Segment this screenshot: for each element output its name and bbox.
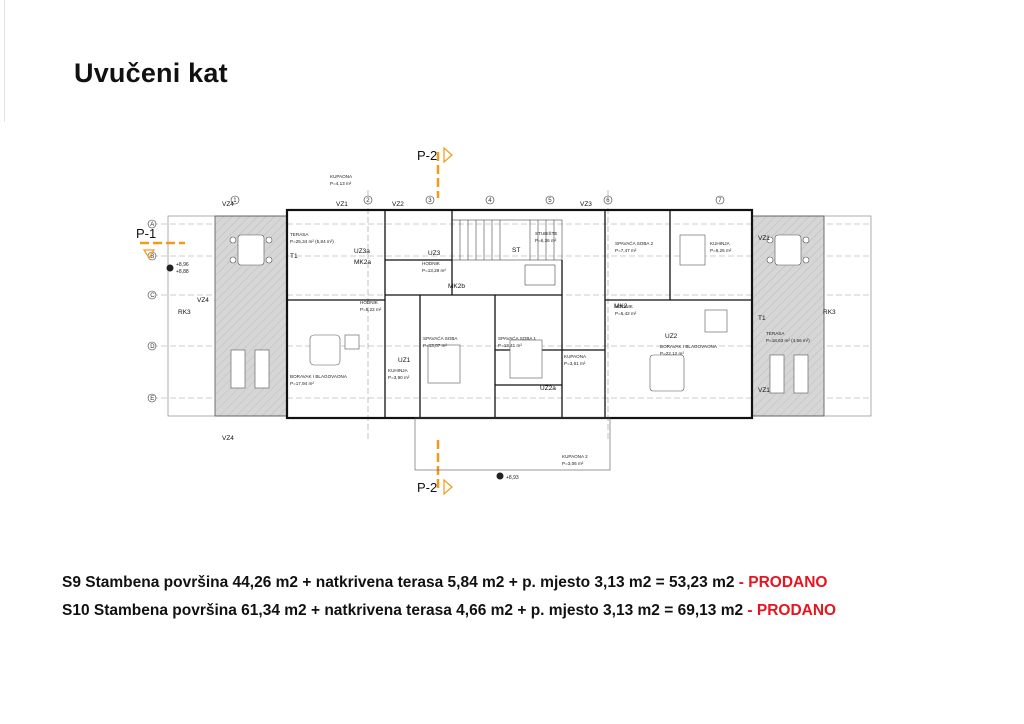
axis-label: A [150, 222, 154, 228]
level-value: +8,88 [176, 269, 189, 275]
s9-sold-status: - PRODANO [734, 574, 828, 591]
room-name: SPAVAĆA SOBA 1 [498, 335, 536, 341]
room-name: HODNIK [615, 304, 634, 309]
room-name: STUBIŠTE [535, 230, 557, 236]
element-tag: T1 [290, 253, 298, 260]
page-edge-line [0, 0, 5, 122]
terrace-edge-right [823, 215, 872, 417]
room-area: P=6,25 m² [710, 248, 732, 253]
level-value: +8,96 [176, 262, 189, 268]
axis-label: 6 [606, 198, 610, 204]
room-name: BORAVAK I BLAGOVAONA [290, 374, 348, 379]
axis-number-labels: 1 2 3 4 5 6 7 [230, 195, 725, 205]
s9-summary: S9 Stambena površina 44,26 m2 + natkrive… [62, 574, 827, 592]
axis-label: 7 [718, 198, 722, 204]
page-title: Uvučeni kat [74, 58, 228, 88]
axis-label: 5 [548, 198, 552, 204]
room-name: HODNIK [422, 261, 441, 266]
element-tag: VZ1 [758, 235, 770, 242]
s10-summary-text: S10 Stambena površina 61,34 m2 + natkriv… [62, 602, 744, 619]
element-tag: UZ2 [665, 333, 678, 340]
room-name: TERASA [766, 331, 785, 336]
element-tag: ST [512, 247, 520, 254]
s10-summary: S10 Stambena površina 61,34 m2 + natkriv… [62, 602, 836, 620]
element-tag: VZ4 [222, 435, 234, 442]
element-tag: VZ1 [758, 387, 770, 394]
room-name: HODNIK [360, 300, 379, 305]
floor-plan-drawing: A B C D E 1 2 3 4 5 6 7 [136, 146, 872, 496]
room-area: P=18,63 m² (4,66 m²) [766, 338, 810, 343]
axis-label: C [150, 293, 155, 299]
interior-walls [287, 210, 752, 418]
element-tag: MK2a [354, 259, 371, 266]
room-area: P=3,61 m² [564, 361, 586, 366]
element-tag: UZ3a [354, 248, 370, 255]
terrace-edge-left [167, 215, 216, 417]
axis-label: E [150, 396, 154, 402]
element-tag: VZ1 [336, 201, 348, 208]
room-name: KUPAONA [564, 354, 587, 359]
level-value: +8,93 [506, 475, 519, 481]
axis-label: 1 [233, 198, 237, 204]
room-area: P=6,36 m² [535, 238, 557, 243]
room-name: KUPAONA 2 [562, 454, 588, 459]
room-area: P=3,90 m² [388, 375, 410, 380]
axis-label: B [150, 254, 154, 260]
element-tag: MK2b [448, 283, 465, 290]
axis-label: 3 [428, 198, 432, 204]
section-label: P-1 [136, 226, 156, 241]
lower-annex [414, 417, 611, 471]
section-marks: P-1 P-2 P-2 [136, 146, 453, 496]
axis-letter-labels: A B C D E [147, 219, 157, 403]
room-name: KUPAONA [330, 174, 353, 179]
room-area: P=7,47 m² [615, 248, 637, 253]
furniture [229, 234, 810, 394]
s10-sold-status: - PRODANO [743, 602, 837, 619]
element-tag: RK3 [178, 309, 191, 316]
room-area: P=5,22 m² [360, 307, 382, 312]
element-tag: UZ3 [428, 250, 441, 257]
section-label: P-2 [417, 480, 437, 495]
room-name: SPAVAĆA SOBA [423, 335, 458, 341]
element-tag: VZ3 [580, 201, 592, 208]
axis-label: 4 [488, 198, 492, 204]
element-tag: VZ4 [222, 201, 234, 208]
s9-summary-text: S9 Stambena površina 44,26 m2 + natkrive… [62, 574, 735, 591]
floor-plan: A B C D E 1 2 3 4 5 6 7 [130, 140, 890, 500]
room-area: P=17,94 m² [290, 381, 314, 386]
element-tag: VZ2 [392, 201, 404, 208]
element-tag: T1 [758, 315, 766, 322]
room-area: P=3,06 m² [562, 461, 584, 466]
element-tag: MK2 [614, 303, 628, 310]
element-tags: VZ4 VZ1 VZ2 VZ3 VZ4 VZ1 VZ1 VZ4 UZ1 UZ2 … [178, 201, 836, 442]
level-marks: +8,96 +8,88 +8,93 [166, 262, 519, 481]
room-name: KUHINJA [388, 368, 409, 373]
room-area: P=13,41 m² [498, 343, 522, 348]
room-name: BORAVAK I BLAGOVAONA [660, 344, 718, 349]
axis-label: 2 [366, 198, 370, 204]
room-area: P=13,28 m² [422, 268, 446, 273]
room-area: P=25,34 m² (5,84 m²) [290, 239, 334, 244]
room-area: P=13,07 m² [423, 343, 447, 348]
element-tag: UZ2a [540, 385, 556, 392]
room-labels: TERASA P=25,34 m² (5,84 m²) BORAVAK I BL… [290, 174, 810, 466]
element-tag: RK3 [823, 309, 836, 316]
room-area: P=5,42 m² [615, 311, 637, 316]
section-label: P-2 [417, 148, 437, 163]
stair [451, 219, 563, 286]
room-name: SPAVAĆA SOBA 2 [615, 240, 653, 246]
room-name: KUHINJA [710, 241, 731, 246]
axis-label: D [150, 344, 155, 350]
room-area: P=22,12 m² [660, 351, 684, 356]
element-tag: UZ1 [398, 357, 411, 364]
element-tag: VZ4 [197, 297, 209, 304]
room-name: TERASA [290, 232, 309, 237]
room-area: P=4,13 m² [330, 181, 352, 186]
